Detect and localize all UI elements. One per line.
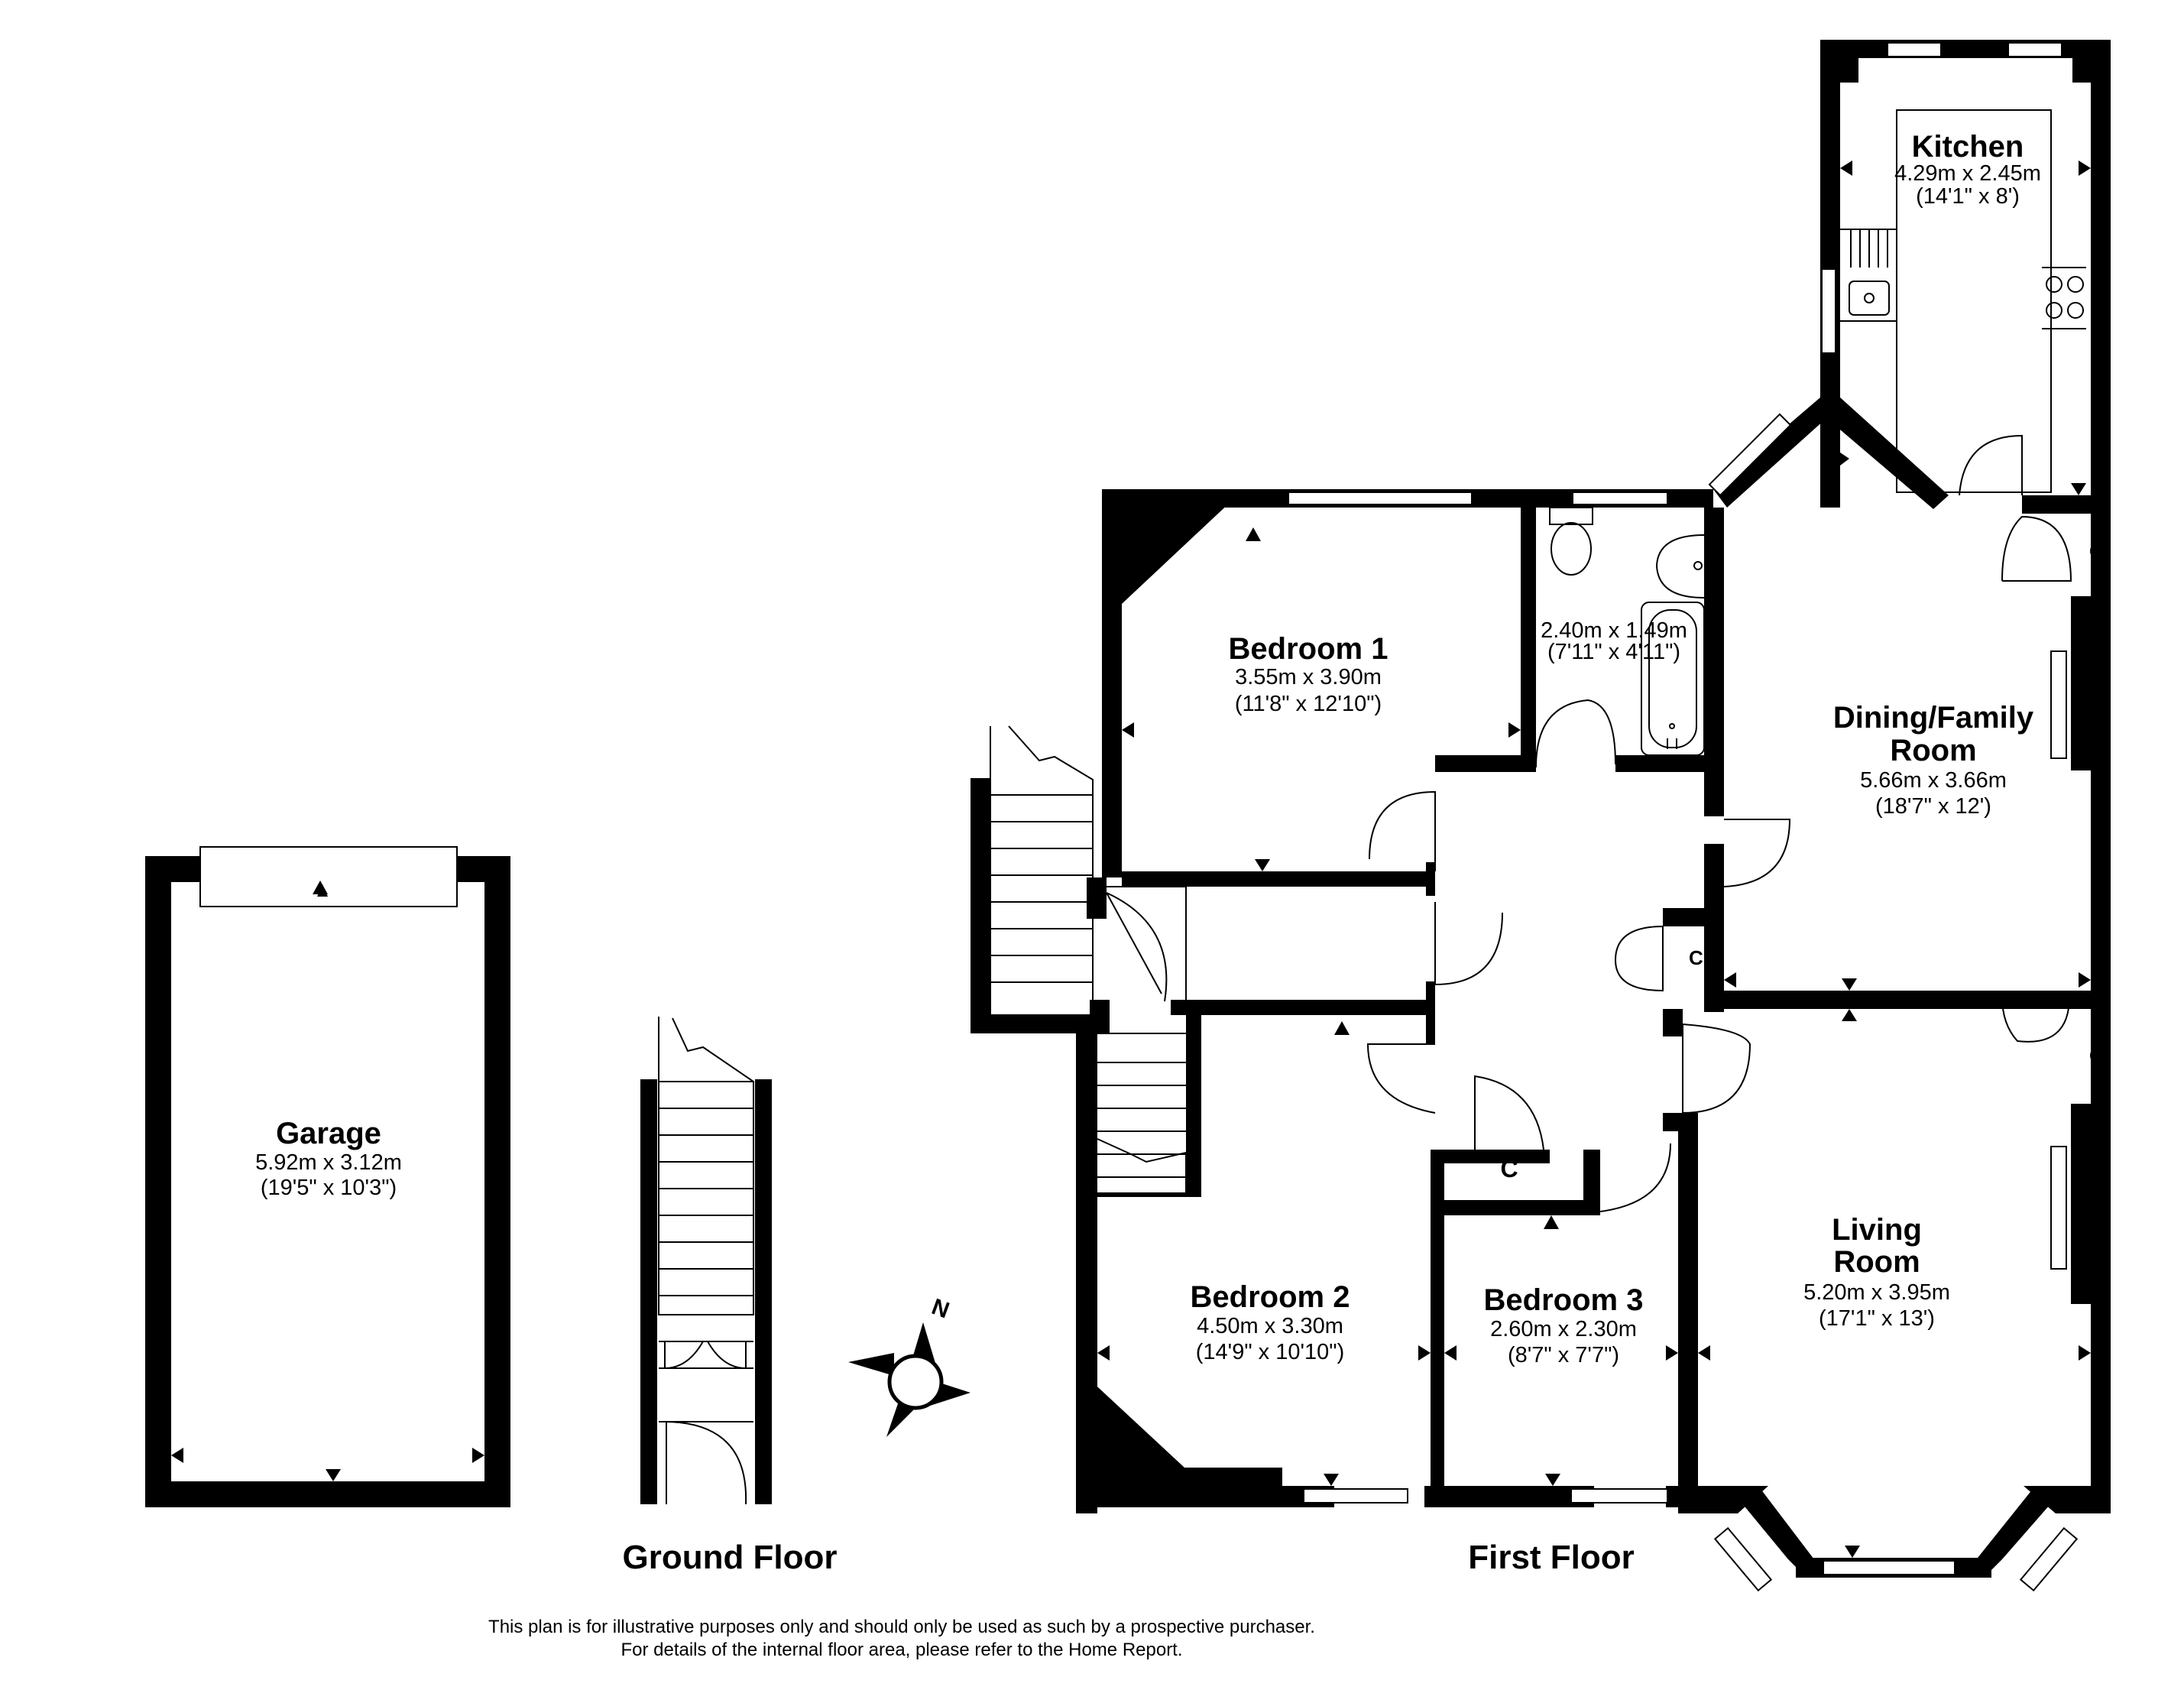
bedroom1-name: Bedroom 1 (1229, 632, 1388, 666)
dining-name-line2: Room (1890, 734, 1976, 767)
bedroom1-label: Bedroom 1 3.55m x 3.90m (11'8" x 12'10") (1229, 632, 1388, 716)
disclaimer-line2: For details of the internal floor area, … (621, 1640, 1182, 1660)
kitchen-window-2 (2007, 42, 2062, 57)
dining-metric: 5.66m x 3.66m (1860, 768, 2007, 793)
bedroom3-name: Bedroom 3 (1484, 1283, 1644, 1317)
bedroom2-window (1303, 1488, 1408, 1504)
garage-door (199, 846, 458, 907)
living-label: Living Room 5.20m x 3.95m (17'1" x 13') (1803, 1213, 1950, 1331)
bedroom1-window (1288, 491, 1473, 505)
bedroom2-metric: 4.50m x 3.30m (1197, 1314, 1343, 1338)
first-floor-label: First Floor (1468, 1539, 1635, 1576)
bathroom-imperial: (7'11" x 4'11") (1547, 640, 1680, 664)
bedroom2-name: Bedroom 2 (1191, 1280, 1350, 1314)
garage-metric: 5.92m x 3.12m (255, 1150, 402, 1175)
hob (2042, 267, 2086, 329)
bedroom3-metric: 2.60m x 2.30m (1490, 1317, 1637, 1341)
living-name-line2: Room (1833, 1245, 1920, 1279)
bathroom-metric: 2.40m x 1.49m (1541, 618, 1687, 643)
living-metric: 5.20m x 3.95m (1803, 1280, 1950, 1305)
bedroom1-imperial: (11'8" x 12'10") (1235, 692, 1382, 716)
toilet (1549, 507, 1593, 576)
kitchen-metric: 4.29m x 2.45m (1894, 161, 2041, 186)
bay-window-right (2019, 1526, 2079, 1592)
bedroom2-imperial: (14'9" x 10'10") (1196, 1340, 1345, 1364)
compass: N (848, 1294, 970, 1437)
dining-imperial: (18'7" x 12') (1875, 794, 1991, 819)
cupboard-label-living: C (2089, 1044, 2104, 1067)
disclaimer-line1: This plan is for illustrative purposes o… (488, 1617, 1315, 1637)
living-side-window (2050, 1146, 2067, 1270)
living-name-line1: Living (1832, 1213, 1922, 1247)
dining-angled-window (1708, 413, 1792, 497)
kitchen-name: Kitchen (1912, 130, 2024, 164)
ground-floor-stair (640, 1017, 772, 1505)
bathroom-window (1572, 491, 1668, 505)
garage (145, 846, 510, 1507)
cupboard-label-landing: C (1500, 1155, 1518, 1182)
garage-name: Garage (276, 1117, 381, 1150)
bay-window-left (1713, 1526, 1773, 1592)
bedroom1-corner-wall (1102, 489, 1244, 877)
bedroom3-window (1570, 1488, 1668, 1504)
cupboard-label-kitchen: C (2089, 540, 2104, 563)
first-floor (970, 40, 2111, 1592)
bedroom2-corner-wall (1077, 1368, 1282, 1507)
kitchen-imperial: (14'1" x 8') (1916, 184, 2020, 209)
bay-window-front (1823, 1560, 1956, 1575)
bath (1641, 602, 1705, 756)
dining-name-line1: Dining/Family (1833, 701, 2034, 735)
bedroom2-label: Bedroom 2 4.50m x 3.30m (14'9" x 10'10") (1191, 1280, 1350, 1364)
garage-imperial: (19'5" x 10'3") (261, 1176, 397, 1200)
garage-label: Garage 5.92m x 3.12m (19'5" x 10'3") (255, 1117, 402, 1200)
bedroom1-metric: 3.55m x 3.90m (1235, 665, 1382, 689)
bedroom3-imperial: (8'7" x 7'7") (1508, 1343, 1619, 1367)
dining-side-window (2050, 650, 2067, 759)
kitchen-label: Kitchen 4.29m x 2.45m (14'1" x 8') (1894, 130, 2041, 209)
bathroom-label: 2.40m x 1.49m (7'11" x 4'11") (1541, 618, 1687, 664)
dining-label: Dining/Family Room 5.66m x 3.66m (18'7" … (1833, 701, 2034, 819)
washbasin (1655, 534, 1705, 598)
compass-label: N (928, 1294, 953, 1323)
kitchen-side-window (1821, 268, 1836, 354)
bedroom3-label: Bedroom 3 2.60m x 2.30m (8'7" x 7'7") (1484, 1283, 1644, 1367)
sink-drainer (1849, 229, 1890, 316)
living-imperial: (17'1" x 13') (1819, 1306, 1935, 1331)
cupboard-label-dining: C (1689, 946, 1703, 969)
ground-floor-label: Ground Floor (622, 1539, 837, 1576)
kitchen-window-1 (1887, 42, 1942, 57)
